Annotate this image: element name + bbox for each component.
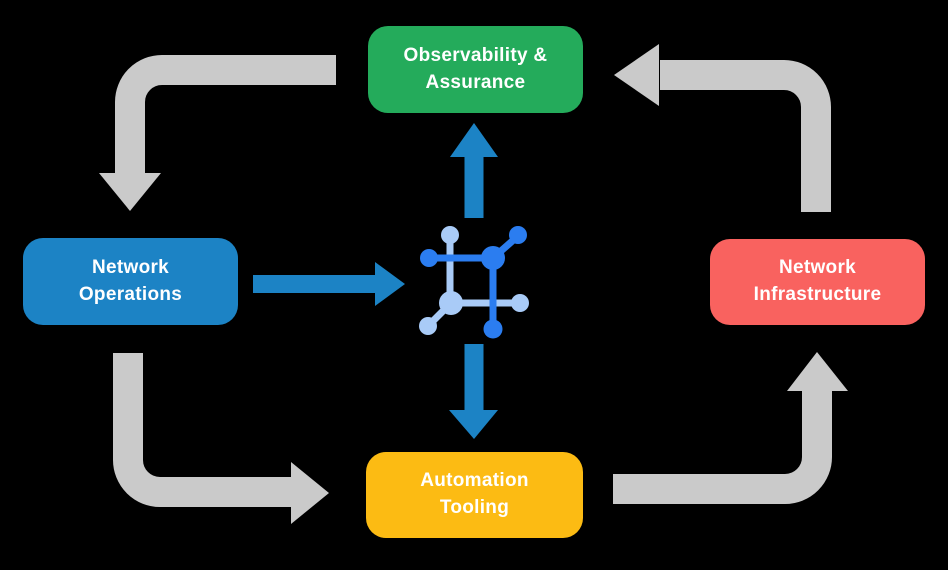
arrow-shaft bbox=[613, 391, 832, 504]
icon-hub-topright-dark bbox=[481, 246, 505, 270]
arrow-head-right-icon bbox=[375, 262, 405, 306]
icon-hub-bottomleft-light bbox=[439, 291, 463, 315]
arrow-center-to-observability bbox=[450, 123, 498, 218]
arrow-shaft bbox=[660, 60, 831, 212]
arrow-shaft bbox=[115, 55, 336, 174]
arrow-shaft bbox=[113, 353, 292, 507]
arrow-automation-to-infrastructure bbox=[613, 352, 848, 504]
network-mesh-icon bbox=[419, 226, 529, 339]
node-box-automation bbox=[366, 452, 583, 538]
arrow-head-up-icon bbox=[450, 123, 498, 157]
arrow-head-left-icon bbox=[614, 44, 659, 106]
arrow-head-right-icon bbox=[291, 462, 329, 524]
arrow-infrastructure-to-observability bbox=[614, 44, 831, 212]
node-box-observability bbox=[368, 26, 583, 113]
icon-node-top-light bbox=[441, 226, 459, 244]
arrow-head-down-icon bbox=[99, 173, 161, 211]
node-box-infrastructure bbox=[710, 239, 925, 325]
arrow-observability-to-operations bbox=[99, 55, 336, 211]
icon-node-bottom-dark bbox=[483, 319, 503, 339]
arrow-center-to-automation bbox=[449, 344, 498, 439]
icon-node-downleft-light bbox=[419, 317, 437, 335]
icon-node-right-light bbox=[511, 294, 529, 312]
arrow-operations-to-automation bbox=[113, 353, 329, 524]
icon-node-upright-dark bbox=[509, 226, 527, 244]
icon-node-left-dark bbox=[420, 249, 438, 267]
arrow-operations-to-center bbox=[253, 262, 405, 306]
arrow-head-up-icon bbox=[787, 352, 848, 391]
node-box-operations bbox=[23, 238, 238, 325]
arrow-head-down-icon bbox=[449, 410, 498, 439]
